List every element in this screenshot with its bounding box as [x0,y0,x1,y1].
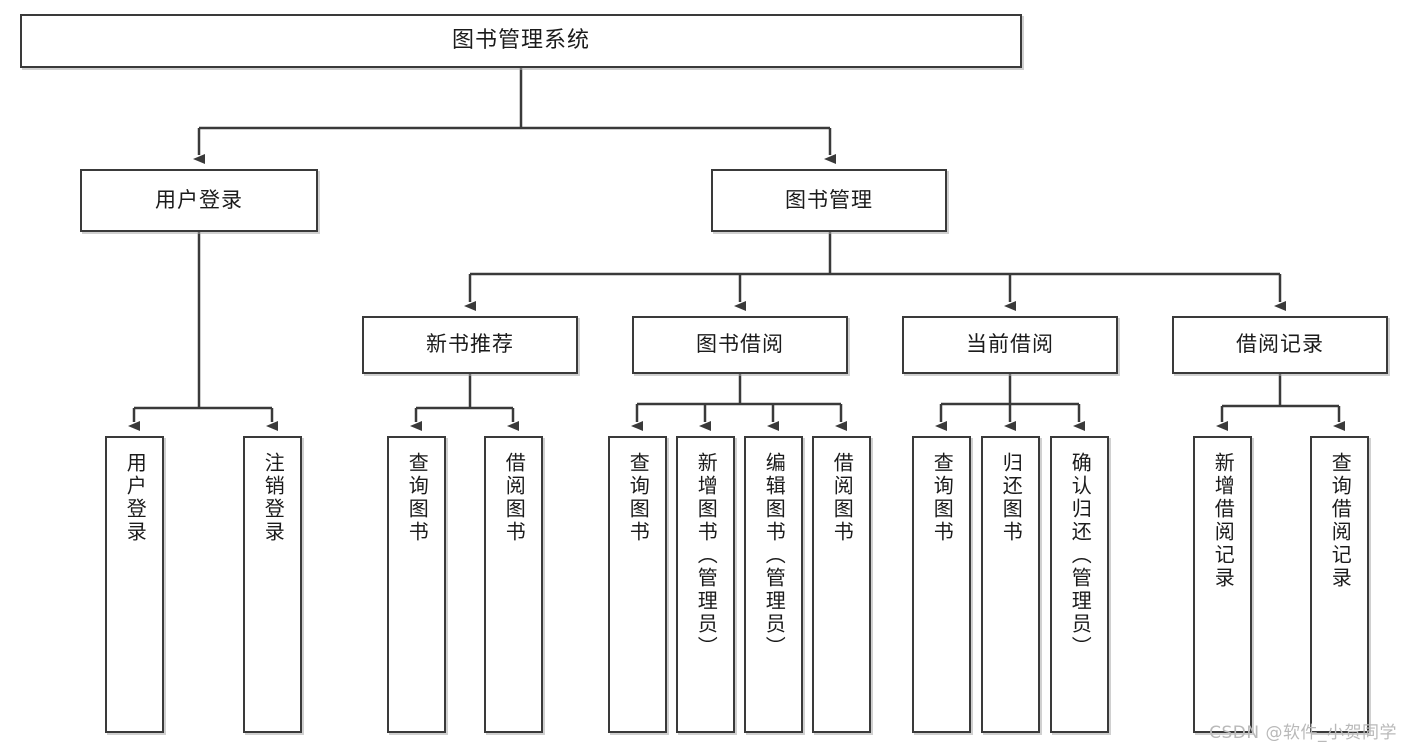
node-label: 借阅记录 [1236,332,1324,357]
leaf-current-query-book[interactable]: 查询图书 [912,436,971,733]
node-user-login[interactable]: 用户登录 [80,169,318,232]
node-book-management[interactable]: 图书管理 [711,169,947,232]
node-label: 查询借阅记录 [1328,452,1353,590]
node-label: 用户登录 [123,452,148,544]
node-label: 归还图书 [999,452,1024,544]
leaf-borrow-add-book-admin[interactable]: 新增图书（管理员） [676,436,735,733]
node-label: 新增图书（管理员） [694,452,719,659]
node-label: 新书推荐 [426,332,514,357]
node-book-borrowing[interactable]: 图书借阅 [632,316,848,374]
node-label: 查询图书 [930,452,955,544]
leaf-new-book-borrow-book[interactable]: 借阅图书 [484,436,543,733]
leaf-new-book-query-book[interactable]: 查询图书 [387,436,446,733]
node-current-borrowing[interactable]: 当前借阅 [902,316,1118,374]
node-label: 注销登录 [261,452,286,544]
leaf-record-add-record[interactable]: 新增借阅记录 [1193,436,1252,733]
node-root-book-management-system[interactable]: 图书管理系统 [20,14,1022,68]
node-label: 用户登录 [155,187,243,212]
node-label: 图书借阅 [696,332,784,357]
node-label: 编辑图书（管理员） [762,452,787,659]
leaf-borrow-edit-book-admin[interactable]: 编辑图书（管理员） [744,436,803,733]
node-label: 查询图书 [405,452,430,544]
watermark: CSDN @软件_小贺同学 [1209,723,1397,743]
leaf-record-query-record[interactable]: 查询借阅记录 [1310,436,1369,733]
node-label: 图书管理 [785,187,873,212]
node-label: 当前借阅 [966,332,1054,357]
node-borrowing-record[interactable]: 借阅记录 [1172,316,1388,374]
leaf-current-return-book[interactable]: 归还图书 [981,436,1040,733]
node-label: 借阅图书 [830,452,855,544]
node-label: 图书管理系统 [451,27,590,53]
node-label: 借阅图书 [502,452,527,544]
node-label: 确认归还（管理员） [1068,452,1093,659]
leaf-user-login-login[interactable]: 用户登录 [105,436,164,733]
leaf-current-confirm-return-admin[interactable]: 确认归还（管理员） [1050,436,1109,733]
leaf-borrow-query-book[interactable]: 查询图书 [608,436,667,733]
node-new-book-recommendation[interactable]: 新书推荐 [362,316,578,374]
node-label: 查询图书 [626,452,651,544]
leaf-borrow-borrow-book[interactable]: 借阅图书 [812,436,871,733]
node-label: 新增借阅记录 [1211,452,1236,590]
leaf-user-login-logout[interactable]: 注销登录 [243,436,302,733]
